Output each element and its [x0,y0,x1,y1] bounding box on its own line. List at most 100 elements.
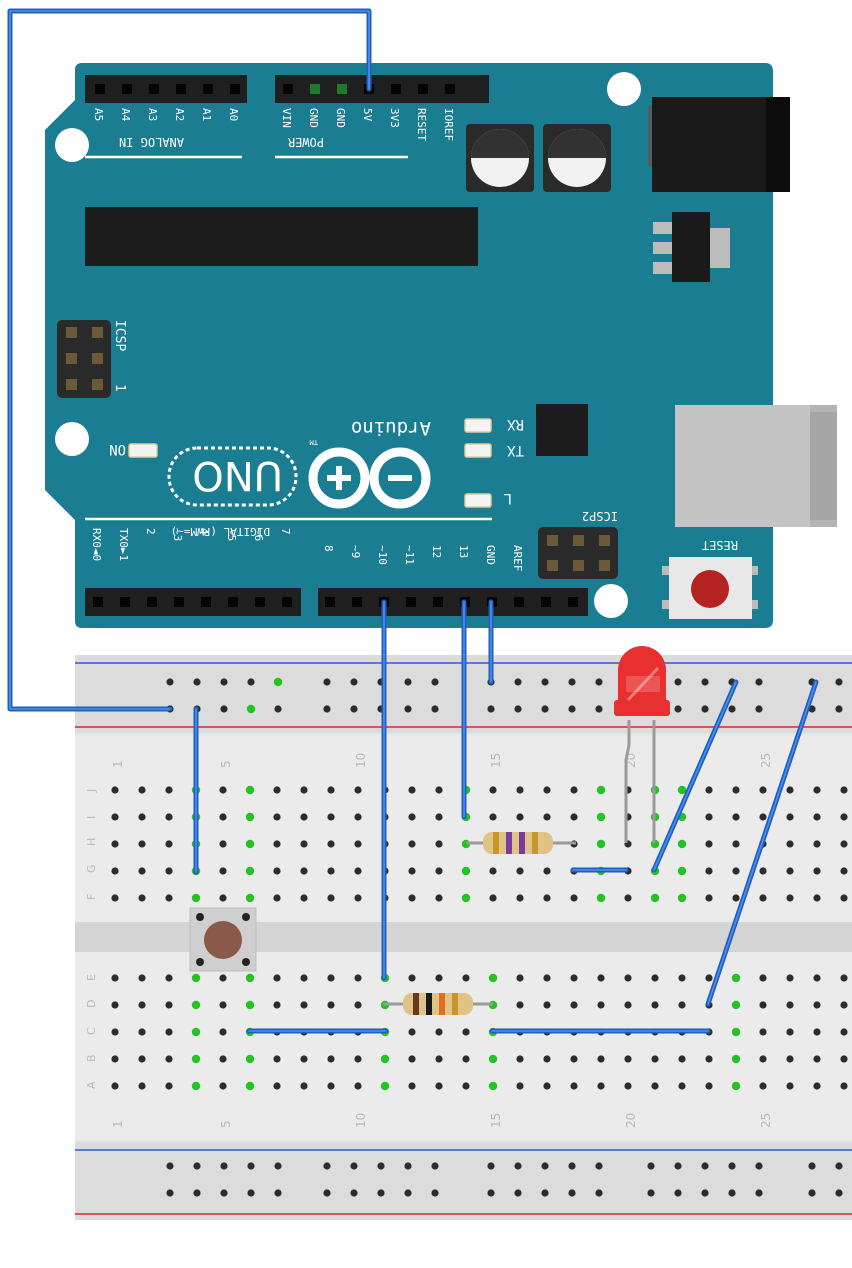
resistor-2 [383,993,493,1015]
digital-header-label: DIGITAL (PWM=~) [171,525,270,538]
breadboard-hole [219,1082,227,1090]
icsp-label: ICSP [112,320,127,351]
breadboard-hole [191,1081,201,1091]
breadboard-hole [732,786,740,794]
breadboard-hole [377,1189,385,1197]
breadboard-hole [138,894,146,902]
breadboard-hole [678,974,686,982]
analog-pin-label: A1 [200,108,213,121]
breadboard-hole [273,974,281,982]
breadboard-hole [462,1082,470,1090]
reset-button[interactable] [662,557,758,619]
breadboard-hole [516,1055,524,1063]
breadboard-hole [138,974,146,982]
breadboard-hole [840,840,848,848]
digital-pin-label: ~3 [171,528,184,541]
breadboard-hole [165,813,173,821]
breadboard-hole [300,974,308,982]
breadboard-hole [408,840,416,848]
breadboard-hole [808,1162,816,1170]
breadboard-hole [678,1055,686,1063]
breadboard-hole [677,866,687,876]
pushbutton-cap[interactable] [204,921,242,959]
col-label: 15 [489,753,503,768]
on-led-label: ON [109,441,126,457]
voltage-regulator [653,212,730,282]
breadboard-hole [273,1055,281,1063]
breadboard-hole [705,1082,713,1090]
infinity-logo-icon [308,447,431,509]
breadboard-hole [674,1189,682,1197]
breadboard-hole [111,1055,119,1063]
breadboard-hole [516,867,524,875]
breadboard-hole [595,1162,603,1170]
col-label: 1 [111,1120,125,1128]
breadboard-hole [514,705,522,713]
column-labels-bottom: 1 5 10 15 20 25 [111,1113,773,1128]
analog-pin-label: A2 [173,108,186,121]
breadboard-hole [786,867,794,875]
col-label: 5 [219,1120,233,1128]
row-label: E [85,974,98,981]
breadboard-hole [596,812,606,822]
breadboard-hole [705,974,713,982]
breadboard-hole [786,974,794,982]
breadboard-hole [732,813,740,821]
header-pin [573,535,584,546]
digital-pin-label: 8 [322,545,335,552]
header-pin [325,597,335,607]
breadboard-hole [138,786,146,794]
breadboard-hole [138,1082,146,1090]
breadboard-hole [327,894,335,902]
breadboard-hole [516,894,524,902]
digital-pin-header-low [85,588,301,616]
mounting-hole [607,72,641,106]
col-label: 15 [489,1113,503,1128]
breadboard-hole [219,974,227,982]
header-pin [433,597,443,607]
breadboard-hole [408,1055,416,1063]
analog-header-label: ANALOG IN [119,135,184,149]
breadboard-hole [624,1082,632,1090]
breadboard-hole [595,1189,603,1197]
icsp2-label: ICSP2 [582,509,618,523]
breadboard-hole [705,786,713,794]
digital-pin-label: AREF [511,545,524,572]
digital-pin-label: RX0◄0 [90,528,103,561]
breadboard-hole [755,705,763,713]
row-label: C [85,1027,98,1035]
header-pin [201,597,211,607]
breadboard-hole [755,1162,763,1170]
pushbutton[interactable] [189,907,257,972]
breadboard-hole [377,1162,385,1170]
breadboard-hole [813,1082,821,1090]
breadboard-hole [404,705,412,713]
breadboard-hole [273,677,283,687]
breadboard-hole [165,1082,173,1090]
breadboard-hole [759,813,767,821]
breadboard-hole [674,678,682,686]
reset-button-cap[interactable] [691,570,729,608]
breadboard-hole [813,1001,821,1009]
breadboard-hole [624,1055,632,1063]
breadboard-hole [705,840,713,848]
header-pin [120,597,130,607]
breadboard-hole [274,705,282,713]
header-pin [599,560,610,571]
breadboard-hole [543,786,551,794]
resistor-1 [466,832,576,854]
breadboard-hole [300,1001,308,1009]
breadboard-hole [487,705,495,713]
power-header-label: POWER [287,135,324,149]
breadboard-hole [570,1055,578,1063]
breadboard-hole [786,894,794,902]
breadboard-hole [245,893,255,903]
breadboard-hole [728,1162,736,1170]
breadboard-hole [354,786,362,794]
col-label: 10 [354,753,368,768]
breadboard-hole [435,867,443,875]
breadboard-hole [516,1001,524,1009]
breadboard-hole [570,813,578,821]
header-pin [92,379,103,390]
breadboard-hole [570,1001,578,1009]
